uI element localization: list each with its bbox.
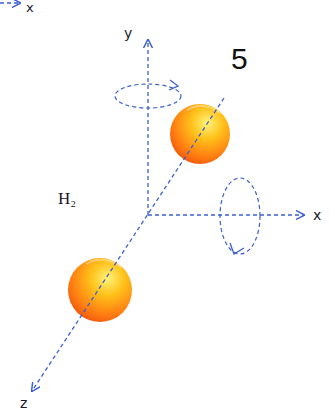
molecule-label: H₂ [58, 190, 76, 207]
axis-label: y [124, 26, 132, 40]
hydrogen-atom [68, 258, 132, 322]
axis-label: z [20, 396, 27, 410]
axis-label: x [313, 208, 321, 222]
rotation-arrowhead [169, 80, 178, 90]
rotation-arrowhead [230, 243, 244, 254]
axis-fragment [0, 2, 20, 3]
rotation-arrow [115, 84, 181, 108]
y-axis [147, 40, 148, 215]
z-axis [32, 98, 224, 391]
axis-label: x [26, 1, 34, 14]
highlight [86, 260, 122, 268]
figure-number: 5 [231, 44, 248, 74]
x-axis [148, 214, 304, 215]
rotation-arrow [220, 178, 260, 254]
